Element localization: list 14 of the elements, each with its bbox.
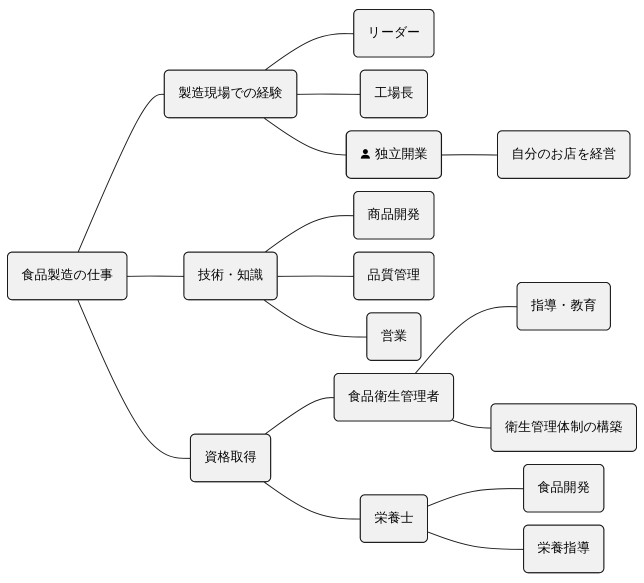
connector xyxy=(126,276,185,278)
connector xyxy=(452,420,492,429)
connector xyxy=(264,398,336,436)
connector xyxy=(77,300,192,460)
connector xyxy=(427,532,525,550)
connector xyxy=(277,276,355,278)
connector xyxy=(264,216,355,254)
connector xyxy=(296,94,362,96)
connector xyxy=(264,300,368,338)
connector xyxy=(264,34,355,72)
connector xyxy=(414,306,518,375)
connector xyxy=(264,482,362,520)
connector xyxy=(77,94,166,254)
connector xyxy=(427,488,525,507)
